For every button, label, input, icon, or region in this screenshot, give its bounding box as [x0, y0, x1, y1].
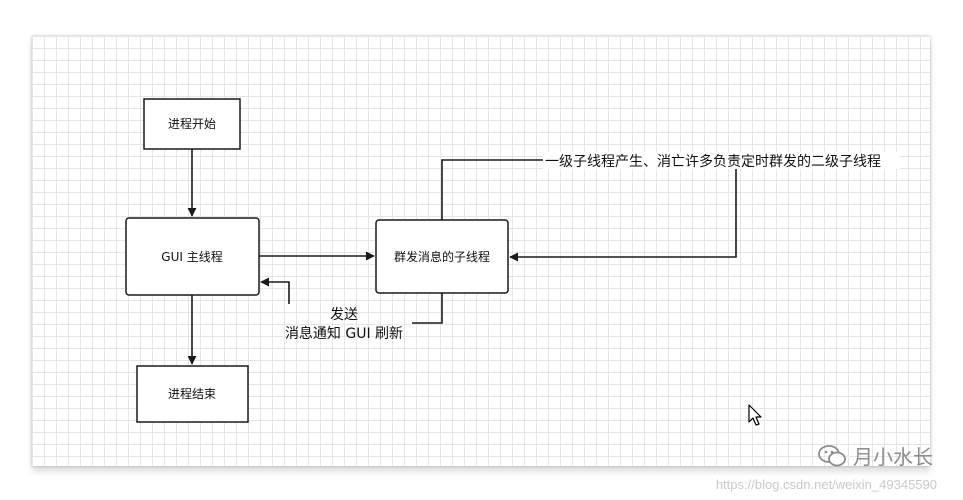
edge-sender-to-gui	[412, 293, 443, 324]
edge-send-label-line2: 消息通知 GUI 刷新	[285, 325, 403, 342]
brand-name: 月小水长	[853, 445, 933, 469]
brand-watermark: 月小水长	[817, 441, 933, 470]
node-sender-thread[interactable]: 群发消息的子线程	[375, 219, 509, 294]
edge-loop-label: 一级子线程产生、消亡许多负责定时群发的二级子线程	[545, 153, 881, 170]
mouse-cursor-icon	[748, 404, 762, 426]
edge-notify-arrow	[260, 277, 290, 304]
node-end-label: 进程结束	[168, 386, 216, 401]
edge-send-label-line1: 发送	[330, 307, 358, 323]
node-gui-main-thread[interactable]: GUI 主线程	[125, 217, 260, 296]
loop-label-bg	[543, 152, 900, 169]
node-start-label: 进程开始	[168, 116, 216, 131]
url-watermark: https://blog.csdn.net/weixin_49345590	[715, 477, 937, 492]
node-gui-main-thread-label: GUI 主线程	[161, 249, 222, 264]
node-end[interactable]: 进程结束	[136, 365, 249, 423]
wechat-icon	[818, 444, 846, 466]
node-start[interactable]: 进程开始	[143, 98, 241, 150]
node-sender-thread-label: 群发消息的子线程	[394, 249, 490, 264]
